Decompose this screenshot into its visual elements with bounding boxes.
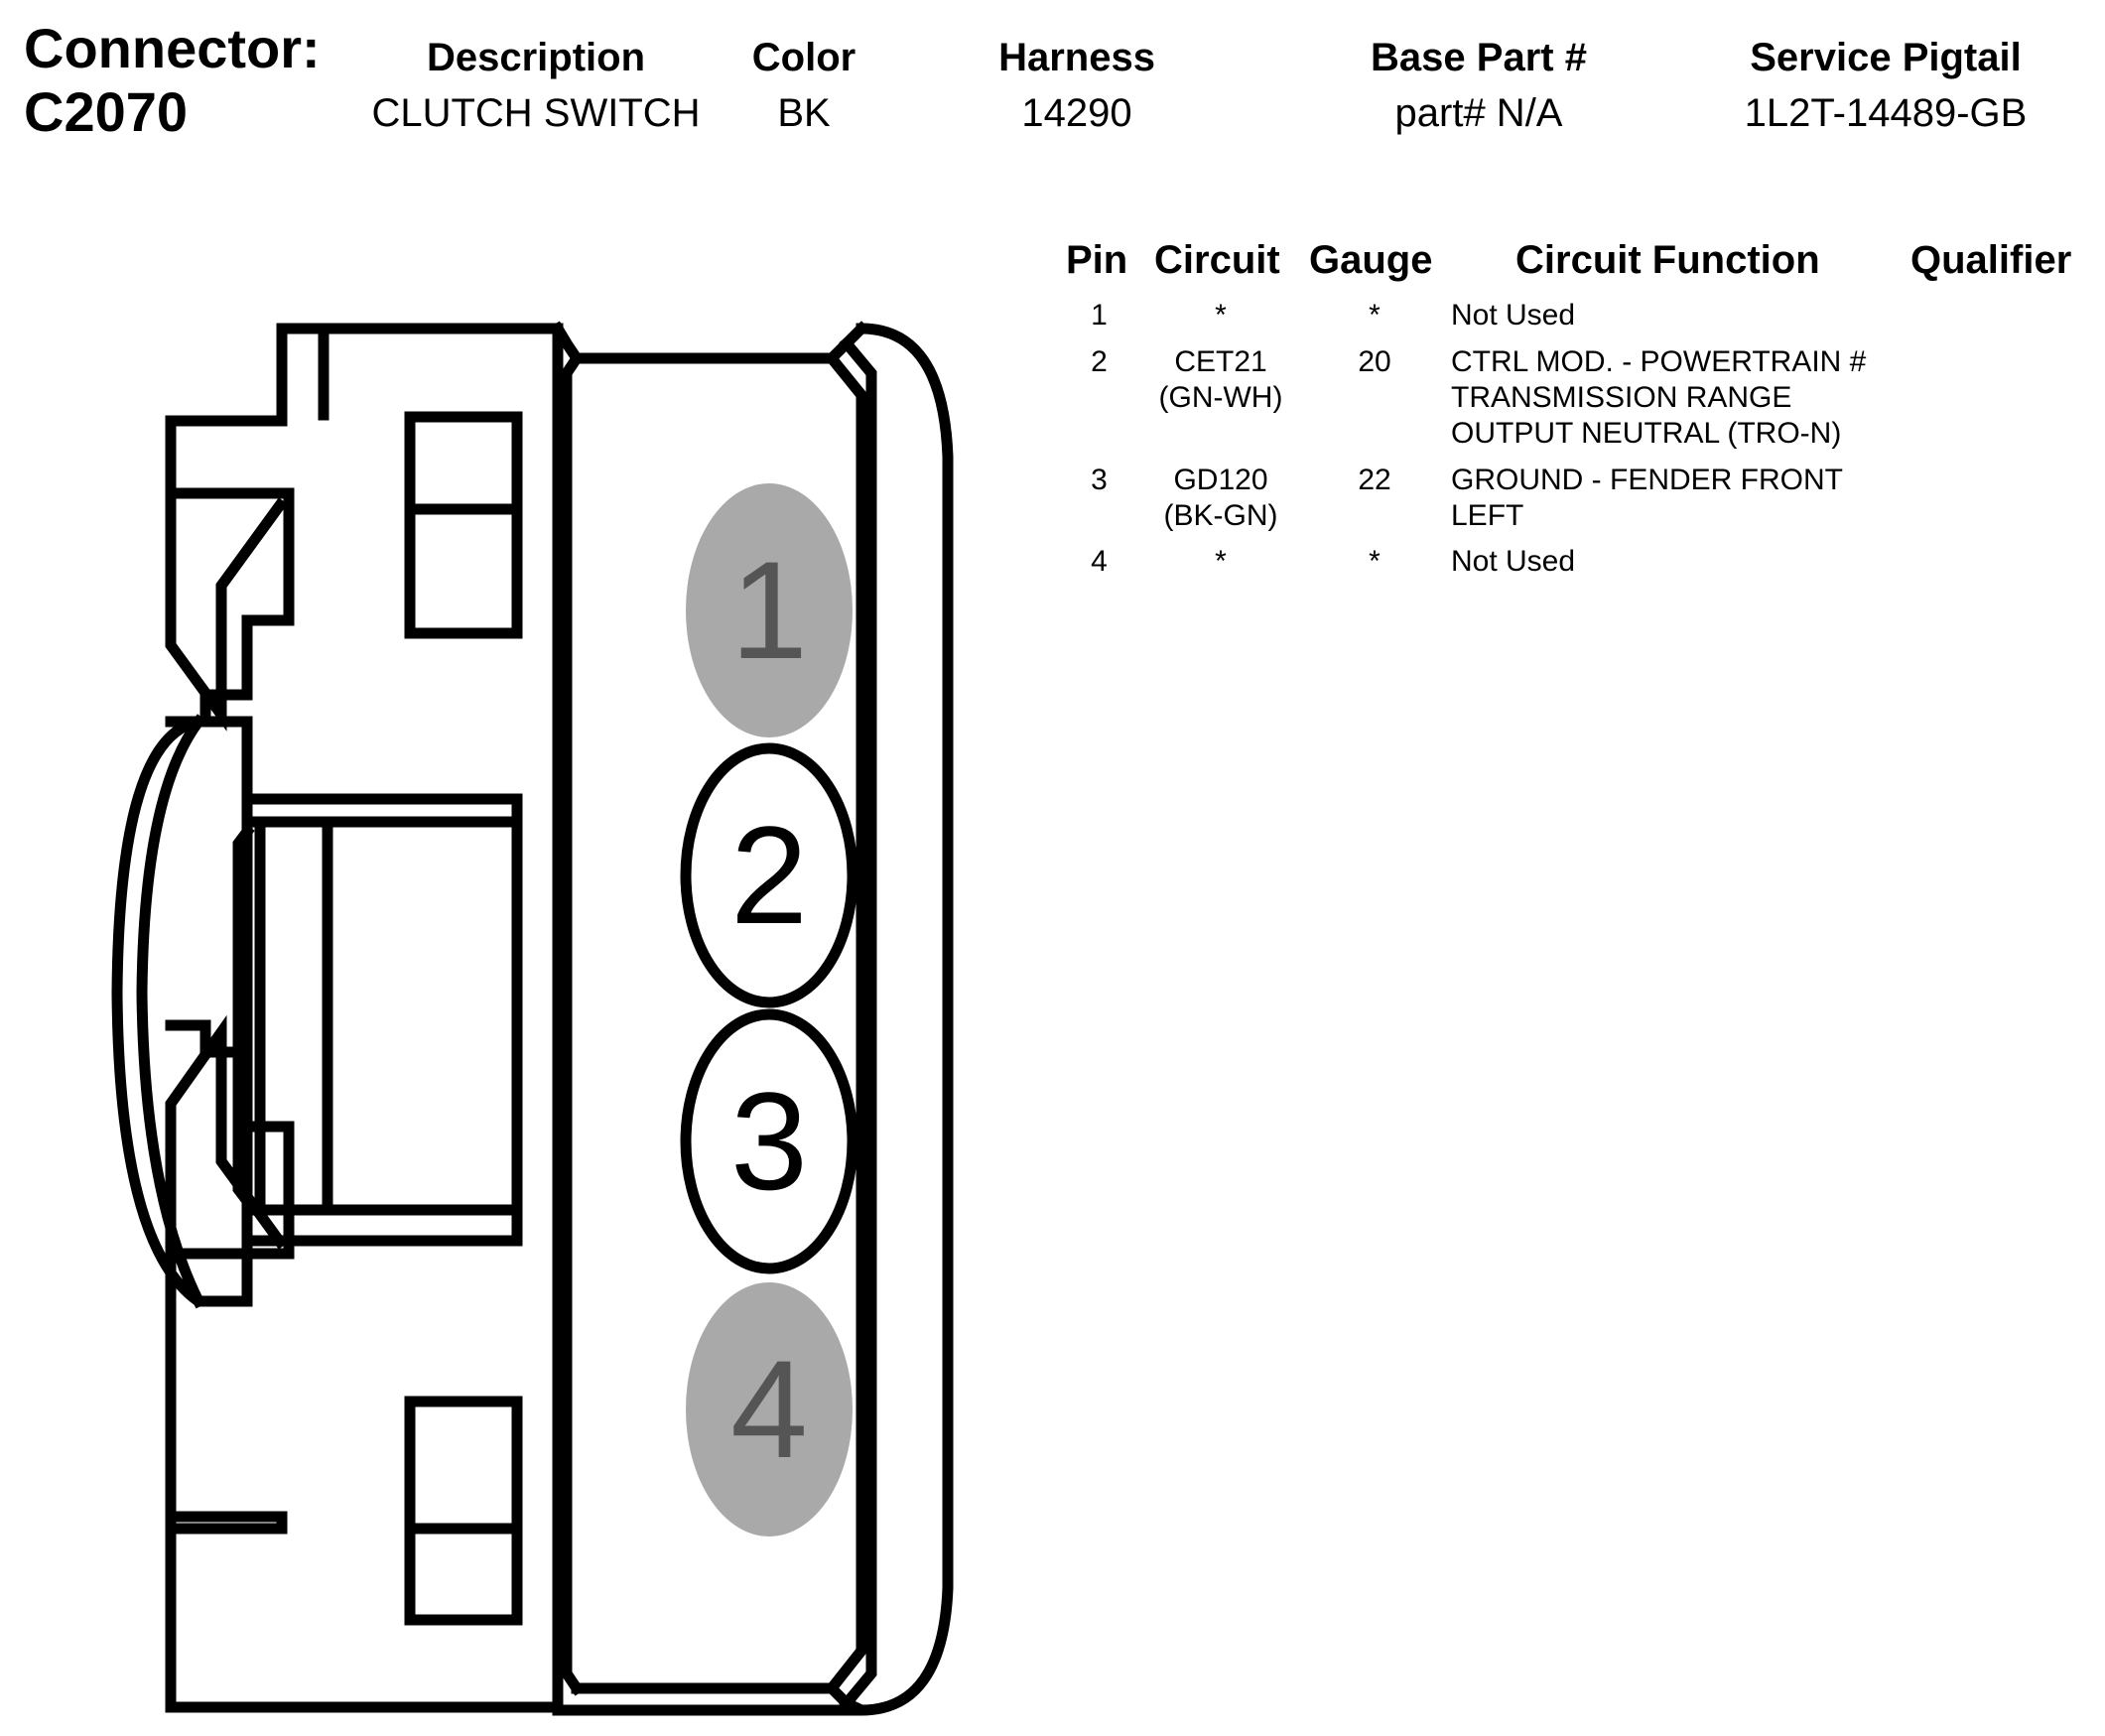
pin-cavity-1: 1: [686, 483, 853, 737]
base-part-value: part# N/A: [1394, 91, 1563, 135]
gauge-col-header: Gauge: [1309, 238, 1433, 282]
function-col-header: Circuit Function: [1515, 238, 1820, 282]
table-row-circuit-color: (GN-WH): [1158, 381, 1283, 414]
pin-circle: [680, 1008, 858, 1274]
connector-body-outline: [165, 487, 288, 732]
pin-face-outline: [561, 350, 585, 1696]
table-row-function-line: CTRL MOD. - POWERTRAIN #: [1451, 345, 1867, 378]
qualifier-col-header: Qualifier: [1910, 238, 2072, 282]
latch-tab: [136, 714, 206, 1309]
table-row-pin: 4: [1091, 545, 1108, 578]
table-row-function: Not Used: [1451, 545, 1576, 578]
table-row-gauge: 22: [1358, 464, 1391, 496]
description-header: Description: [426, 36, 646, 79]
harness-header: Harness: [998, 36, 1155, 79]
latch-bar: [241, 816, 523, 1216]
table-row-circuit: GD120: [1173, 464, 1268, 496]
pin-circle: [686, 1282, 853, 1536]
pin-face-outline: [855, 323, 954, 1716]
latch-bar: [241, 793, 523, 1247]
table-row-gauge: *: [1369, 299, 1381, 332]
table-row-gauge: 20: [1358, 345, 1391, 378]
pin-face-outline: [839, 335, 877, 1711]
table-row-circuit: *: [1215, 545, 1227, 578]
table-row-function-line: TRANSMISSION RANGE: [1451, 381, 1792, 414]
connector-id: C2070: [24, 80, 189, 143]
table-row-circuit: CET21: [1174, 345, 1267, 378]
pin-face-outline: [824, 350, 867, 1696]
circuit-col-header: Circuit: [1154, 238, 1280, 282]
color-value: BK: [777, 91, 831, 135]
service-pigtail-header: Service Pigtail: [1750, 36, 2022, 79]
latch-bar: [232, 816, 266, 1216]
table-row-gauge: *: [1369, 545, 1381, 578]
service-pigtail-value: 1L2T-14489-GB: [1744, 91, 2028, 135]
pin-circle: [686, 483, 853, 737]
color-header: Color: [751, 36, 856, 79]
table-row-function: Not Used: [1451, 299, 1576, 332]
table-row-pin: 3: [1091, 464, 1108, 496]
pin-number-label: 1: [730, 532, 808, 688]
pin-circle: [680, 742, 858, 1008]
table-row-function-line: LEFT: [1451, 499, 1524, 532]
pin-number-label: 2: [730, 797, 808, 953]
pin-cavity-4: 4: [686, 1282, 853, 1536]
table-row-pin: 1: [1091, 299, 1108, 332]
table-row-circuit-color: (BK-GN): [1163, 499, 1278, 532]
upper-window: [404, 411, 523, 639]
connector-body-outline: [165, 1320, 288, 1535]
pin-col-header: Pin: [1066, 238, 1128, 282]
table-row-function-line: OUTPUT NEUTRAL (TRO-N): [1451, 417, 1842, 450]
base-part-header: Base Part #: [1371, 36, 1587, 79]
pin-cavity-3: 3: [680, 1008, 858, 1274]
pin-number-label: 4: [730, 1331, 808, 1487]
description-value: CLUTCH SWITCH: [371, 91, 701, 135]
connector-label: Connector:: [24, 17, 321, 79]
latch-tab: [111, 716, 253, 1307]
table-row-function-line: GROUND - FENDER FRONT: [1451, 464, 1843, 496]
table-row-pin: 2: [1091, 345, 1108, 378]
pin-cavity-2: 2: [680, 742, 858, 1008]
connector-body-outline: [165, 323, 329, 427]
connector-body-outline: [165, 1523, 564, 1713]
pin-number-label: 3: [730, 1063, 808, 1219]
table-row-circuit: *: [1215, 299, 1227, 332]
lower-window: [404, 1396, 523, 1626]
harness-value: 14290: [1021, 91, 1132, 135]
pin-face-outline: [550, 321, 869, 364]
pin-face-outline: [552, 1682, 864, 1716]
